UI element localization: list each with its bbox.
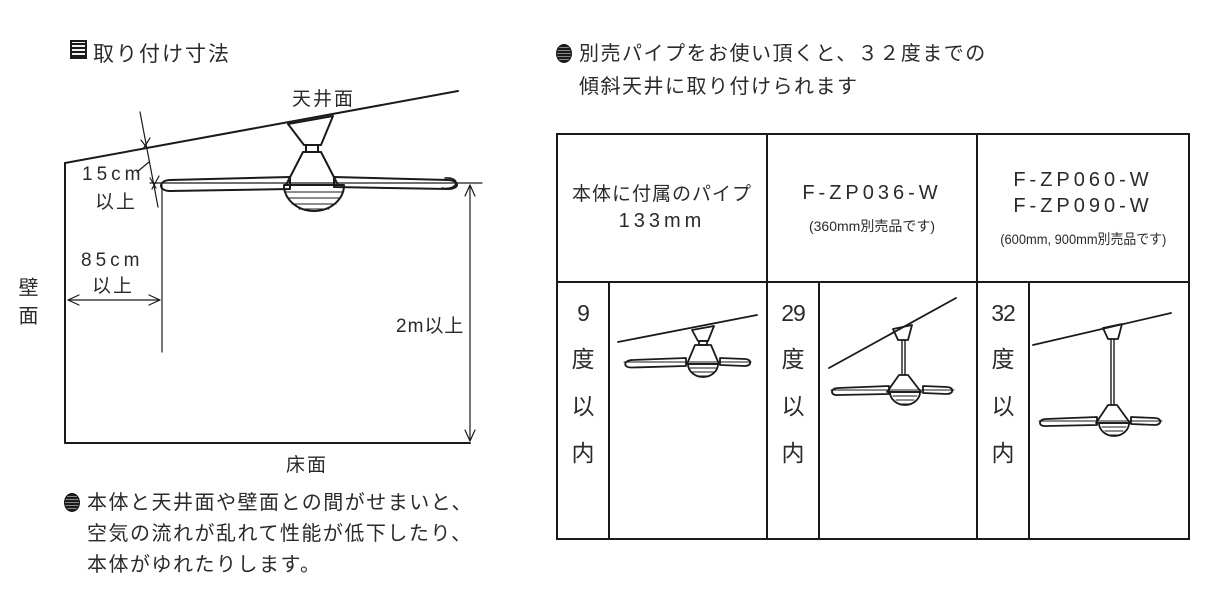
canopy-29deg (892, 324, 913, 341)
gap15-dim-line (139, 111, 159, 208)
blade-tip-flourish (441, 177, 457, 190)
angle-label-9deg: 9 度 以 内 (558, 283, 610, 538)
light-stripes-32deg (1101, 426, 1127, 436)
angle-label-29deg: 29 度 以 内 (768, 283, 820, 538)
room-outline (64, 90, 471, 444)
wall-label: 壁面 (15, 277, 37, 333)
fan-motor (285, 151, 339, 186)
header-cell-zp060-zp090: F-ZP060-W F-ZP090-W (600mm, 900mm別売品です) (978, 135, 1188, 283)
blade-right-9deg (719, 357, 752, 367)
fan-diagram-9deg (617, 314, 758, 378)
gap2m-arrow-bottom (464, 429, 476, 442)
ceiling-label: 天井面 (292, 89, 356, 110)
angle-label-32deg: 32 度 以 内 (978, 283, 1030, 538)
clearance-note: 本体と天井面や壁面との間がせまいと、 空気の流れが乱れて性能が低下したり、 本体… (64, 488, 473, 581)
fan-canopy (287, 115, 334, 146)
angle-9-char-nai: 内 (571, 440, 595, 466)
dimension-lines (67, 111, 476, 442)
gap85-arrow-right (148, 294, 161, 306)
intro-bullet-icon (556, 44, 572, 63)
standard-pipe-length: 133mm (618, 210, 706, 232)
angle-29-char-nai: 内 (781, 440, 805, 466)
clearance-note-line2: 空気の流れが乱れて性能が低下したり、 (87, 523, 473, 545)
angle-29-char-do: 度 (781, 346, 805, 372)
light-9deg (687, 363, 719, 378)
ceiling-line-9deg (617, 314, 758, 343)
body-cell-29deg: 29 度 以 内 (768, 283, 978, 538)
clearance-note-line1: 本体と天井面や壁面との間がせまいと、 (87, 492, 473, 514)
gap2m-label: 2m以上 (396, 316, 465, 337)
fan-diagram-29deg (828, 297, 957, 406)
gap85-value-label: 85cm (81, 250, 144, 271)
section-square-icon (70, 40, 87, 59)
gap15-value-label: 15cm (82, 164, 145, 185)
clearance-note-line3: 本体がゆれたりします。 (87, 554, 322, 576)
angle-32-value: 32 (991, 300, 1016, 326)
pipe-section-intro: 別売パイプをお使い頂くと、３２度までの 傾斜天井に取り付けられます (556, 38, 987, 104)
zp090-model: F-ZP090-W (1013, 195, 1153, 217)
floor-label: 床面 (286, 455, 329, 476)
install-section-title-row: 取り付け寸法 (70, 38, 231, 68)
header-cell-zp036: F-ZP036-W (360mm別売品です) (768, 135, 978, 283)
ceiling-slope-line (64, 90, 459, 164)
light-stripes-9deg (689, 367, 717, 377)
motor-9deg (686, 344, 720, 365)
zp036-note: (360mm別売品です) (808, 218, 935, 234)
motor-32deg (1095, 404, 1131, 424)
gap15-leader-line (136, 161, 150, 173)
angle-32-char-i: 以 (991, 393, 1015, 419)
blade-left-29deg (831, 385, 890, 396)
note-bullet-icon (64, 493, 80, 512)
installation-diagram (64, 90, 483, 444)
blade-right-29deg (922, 385, 954, 395)
fan-light-dome (283, 184, 345, 212)
angle-9-char-i: 以 (571, 393, 595, 419)
gap2m-arrow-top (464, 184, 476, 197)
fan-neck (305, 144, 319, 153)
angle-29-value: 29 (781, 300, 806, 326)
light-stripes-29deg (892, 395, 918, 405)
angle-29-char-i: 以 (781, 393, 805, 419)
gap15-arrow-top (140, 137, 151, 150)
gap85-arrow-left (67, 294, 80, 306)
ceiling-line-32deg (1032, 312, 1172, 346)
install-section-title: 取り付け寸法 (93, 43, 231, 66)
header-cell-standard-pipe: 本体に付属のパイプ 133mm (558, 135, 768, 283)
blade-left-9deg (624, 357, 687, 369)
canopy-9deg (691, 325, 715, 342)
zp036-model: F-ZP036-W (802, 182, 942, 204)
fan-drawing (149, 115, 483, 212)
pipe-intro-line2: 傾斜天井に取り付けられます (579, 76, 859, 98)
zp060-zp090-note: (600mm, 900mm別売品です) (999, 231, 1167, 247)
motor-29deg (886, 374, 922, 393)
body-cell-32deg: 32 度 以 内 (978, 283, 1188, 538)
pipe-comparison-table: 本体に付属のパイプ 133mm F-ZP036-W (360mm別売品です) F… (556, 133, 1190, 540)
gap85-min-label: 以上 (92, 276, 135, 297)
angle-9-value: 9 (577, 300, 590, 326)
canopy-32deg (1102, 323, 1123, 340)
light-29deg (889, 391, 921, 406)
standard-pipe-name: 本体に付属のパイプ (571, 184, 752, 205)
angle-9-char-do: 度 (571, 346, 595, 372)
angle-32-char-do: 度 (991, 346, 1015, 372)
gap15-arrow-bottom (149, 175, 160, 190)
angle-32-char-nai: 内 (991, 440, 1015, 466)
blade-left-32deg (1039, 416, 1098, 427)
blade-right-32deg (1130, 416, 1162, 426)
gap15-min-label: 以上 (95, 192, 138, 213)
pipe-intro-line1: 別売パイプをお使い頂くと、３２度までの (579, 43, 987, 65)
fan-diagram-32deg (1032, 312, 1172, 437)
ceiling-line-29deg (828, 297, 957, 369)
fan-blade-left (160, 176, 291, 192)
light-dome-stripes (285, 191, 343, 210)
light-32deg (1098, 422, 1130, 437)
body-cell-9deg: 9 度 以 内 (558, 283, 768, 538)
zp060-model: F-ZP060-W (1013, 169, 1153, 191)
